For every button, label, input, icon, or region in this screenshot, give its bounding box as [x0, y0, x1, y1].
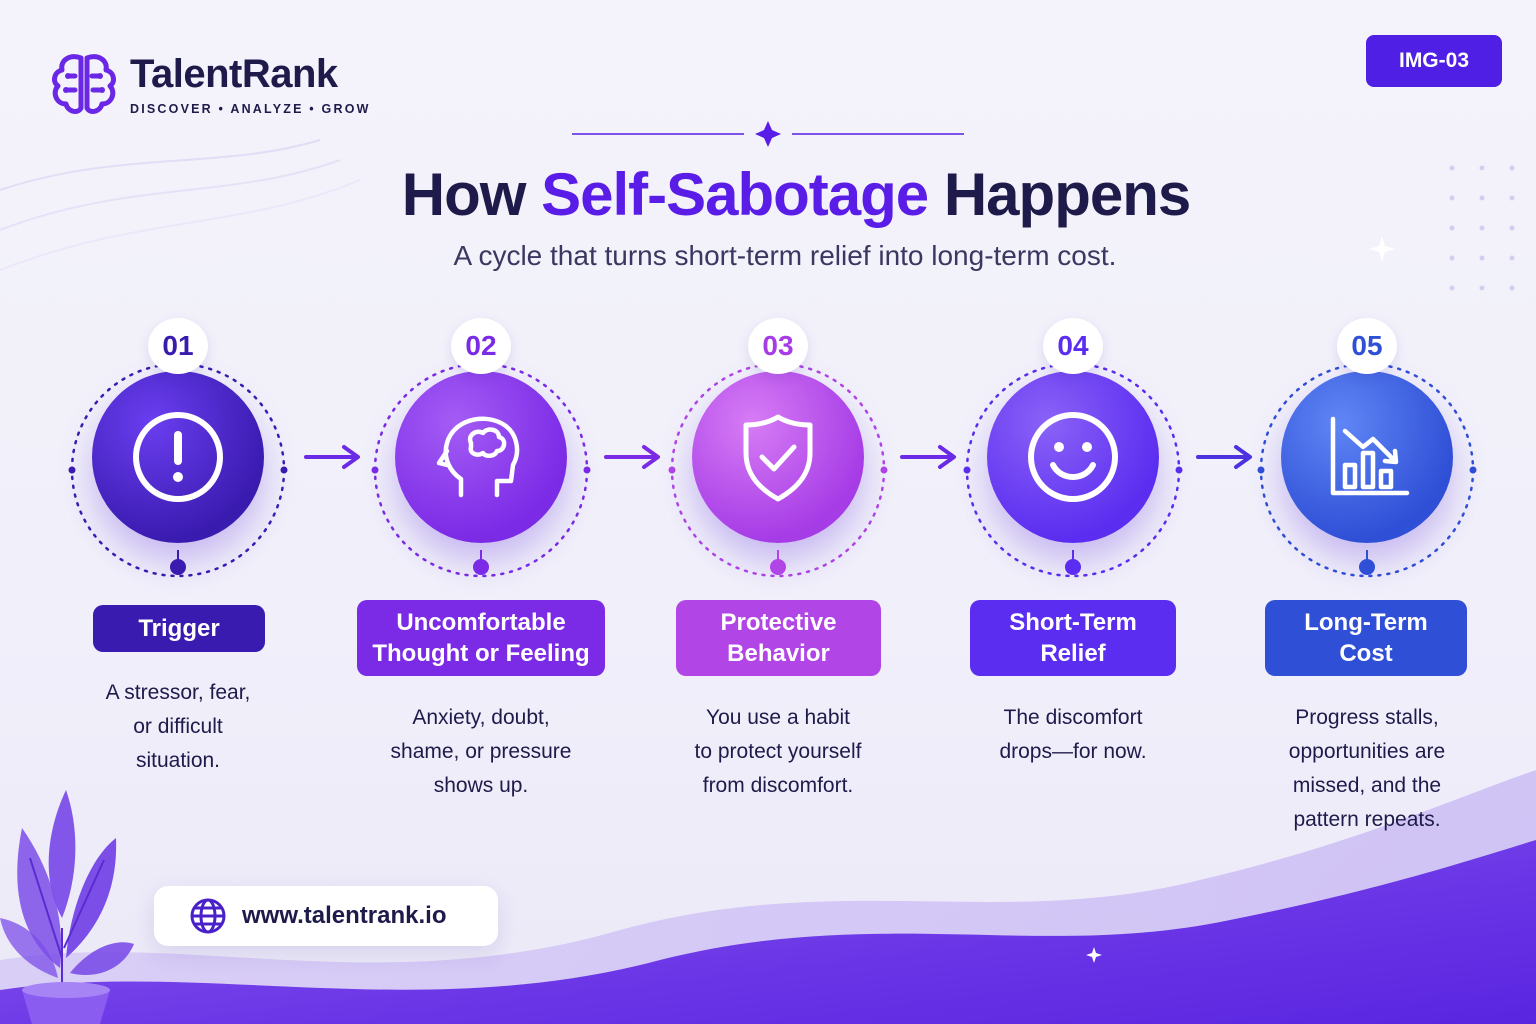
- step-desc-line: A stressor, fear,: [105, 681, 251, 704]
- step-desc-line: Anxiety, doubt,: [412, 706, 550, 729]
- step-description: A stressor, fear, or difficult situation…: [28, 676, 328, 778]
- step-desc-line: or difficult: [133, 715, 223, 738]
- step-desc-line: situation.: [135, 749, 221, 772]
- step-number: 01: [148, 318, 208, 374]
- step-label-line: Cost: [1339, 640, 1393, 667]
- smile-icon: [1028, 412, 1118, 502]
- step-number: 05: [1337, 318, 1397, 374]
- step-dot: [770, 559, 786, 575]
- step-label-line: Trigger: [138, 615, 220, 642]
- declining-chart-icon: [1330, 416, 1410, 496]
- step-icon-circle: [692, 371, 864, 543]
- step-desc-line: to protect yourself: [694, 740, 862, 763]
- step-dot: [473, 559, 489, 575]
- title-accent: Self-Sabotage: [541, 161, 929, 228]
- step-label-line: Thought or Feeling: [372, 640, 590, 667]
- step-desc-line: Progress stalls,: [1295, 706, 1439, 729]
- globe-icon: [190, 898, 226, 934]
- step-ring: [963, 362, 1183, 578]
- step-description: You use a habit to protect yourself from…: [628, 701, 928, 803]
- alert-icon: [133, 412, 223, 502]
- step-connector: [777, 550, 779, 566]
- step-number: 04: [1043, 318, 1103, 374]
- step-connector: [1366, 550, 1368, 566]
- plant-decoration-icon: [0, 790, 134, 1024]
- arrow-right-icon: [1196, 445, 1252, 469]
- step-label: Short-Term Relief: [970, 600, 1176, 676]
- website-url: www.talentrank.io: [242, 902, 447, 929]
- step-number: 03: [748, 318, 808, 374]
- image-id-badge: IMG-03: [1366, 35, 1502, 87]
- step-desc-line: You use a habit: [705, 706, 851, 729]
- step-connector: [1072, 550, 1074, 566]
- step-icon-circle: [395, 371, 567, 543]
- step-label: Protective Behavior: [676, 600, 881, 676]
- step-desc-line: shows up.: [433, 774, 529, 797]
- step-label-line: Protective: [720, 609, 837, 636]
- step-label: Trigger: [93, 605, 265, 652]
- step-description: Progress stalls, opportunities are misse…: [1217, 701, 1517, 837]
- title-suffix: Happens: [928, 161, 1191, 228]
- head-brain-icon: [436, 416, 520, 498]
- step-ring: [1257, 362, 1477, 578]
- step-label: Uncomfortable Thought or Feeling: [357, 600, 605, 676]
- step-connector: [480, 550, 482, 566]
- step-desc-line: The discomfort: [1003, 706, 1143, 729]
- title-prefix: How: [401, 161, 542, 228]
- step-label-line: Uncomfortable: [396, 609, 566, 636]
- step-ring: [371, 362, 591, 578]
- step-connector: [177, 550, 179, 566]
- step-icon-circle: [987, 371, 1159, 543]
- step-desc-line: from discomfort.: [702, 774, 854, 797]
- arrow-right-icon: [604, 445, 660, 469]
- step-dot: [1065, 559, 1081, 575]
- step-dot: [1359, 559, 1375, 575]
- brand-tagline: DISCOVER • ANALYZE • GROW: [130, 102, 371, 116]
- brand-logo[interactable]: TalentRank DISCOVER • ANALYZE • GROW: [48, 48, 371, 120]
- step-ring: [668, 362, 888, 578]
- brand-name: TalentRank: [130, 52, 338, 96]
- step-label-line: Behavior: [727, 640, 830, 667]
- step-dot: [170, 559, 186, 575]
- step-ring: [68, 362, 288, 578]
- step-desc-line: pattern repeats.: [1293, 808, 1441, 831]
- step-desc-line: drops—for now.: [999, 740, 1147, 763]
- arrow-right-icon: [304, 445, 360, 469]
- step-number: 02: [451, 318, 511, 374]
- step-icon-circle: [92, 371, 264, 543]
- step-description: The discomfort drops—for now.: [923, 701, 1223, 769]
- step-description: Anxiety, doubt, shame, or pressure shows…: [331, 701, 631, 803]
- step-label-line: Relief: [1040, 640, 1106, 667]
- step-label-line: Long-Term: [1304, 609, 1428, 636]
- step-desc-line: shame, or pressure: [390, 740, 572, 763]
- title-divider: [572, 121, 964, 147]
- website-link[interactable]: www.talentrank.io: [154, 886, 498, 946]
- step-label: Long-Term Cost: [1265, 600, 1467, 676]
- brain-logo-icon: [52, 54, 116, 114]
- step-desc-line: missed, and the: [1292, 774, 1442, 797]
- page-subtitle: A cycle that turns short-term relief int…: [453, 240, 1117, 271]
- shield-check-icon: [743, 414, 813, 502]
- arrow-right-icon: [900, 445, 956, 469]
- step-desc-line: opportunities are: [1288, 740, 1446, 763]
- page-title: How Self-Sabotage Happens: [0, 160, 1536, 229]
- step-icon-circle: [1281, 371, 1453, 543]
- step-label-line: Short-Term: [1009, 609, 1137, 636]
